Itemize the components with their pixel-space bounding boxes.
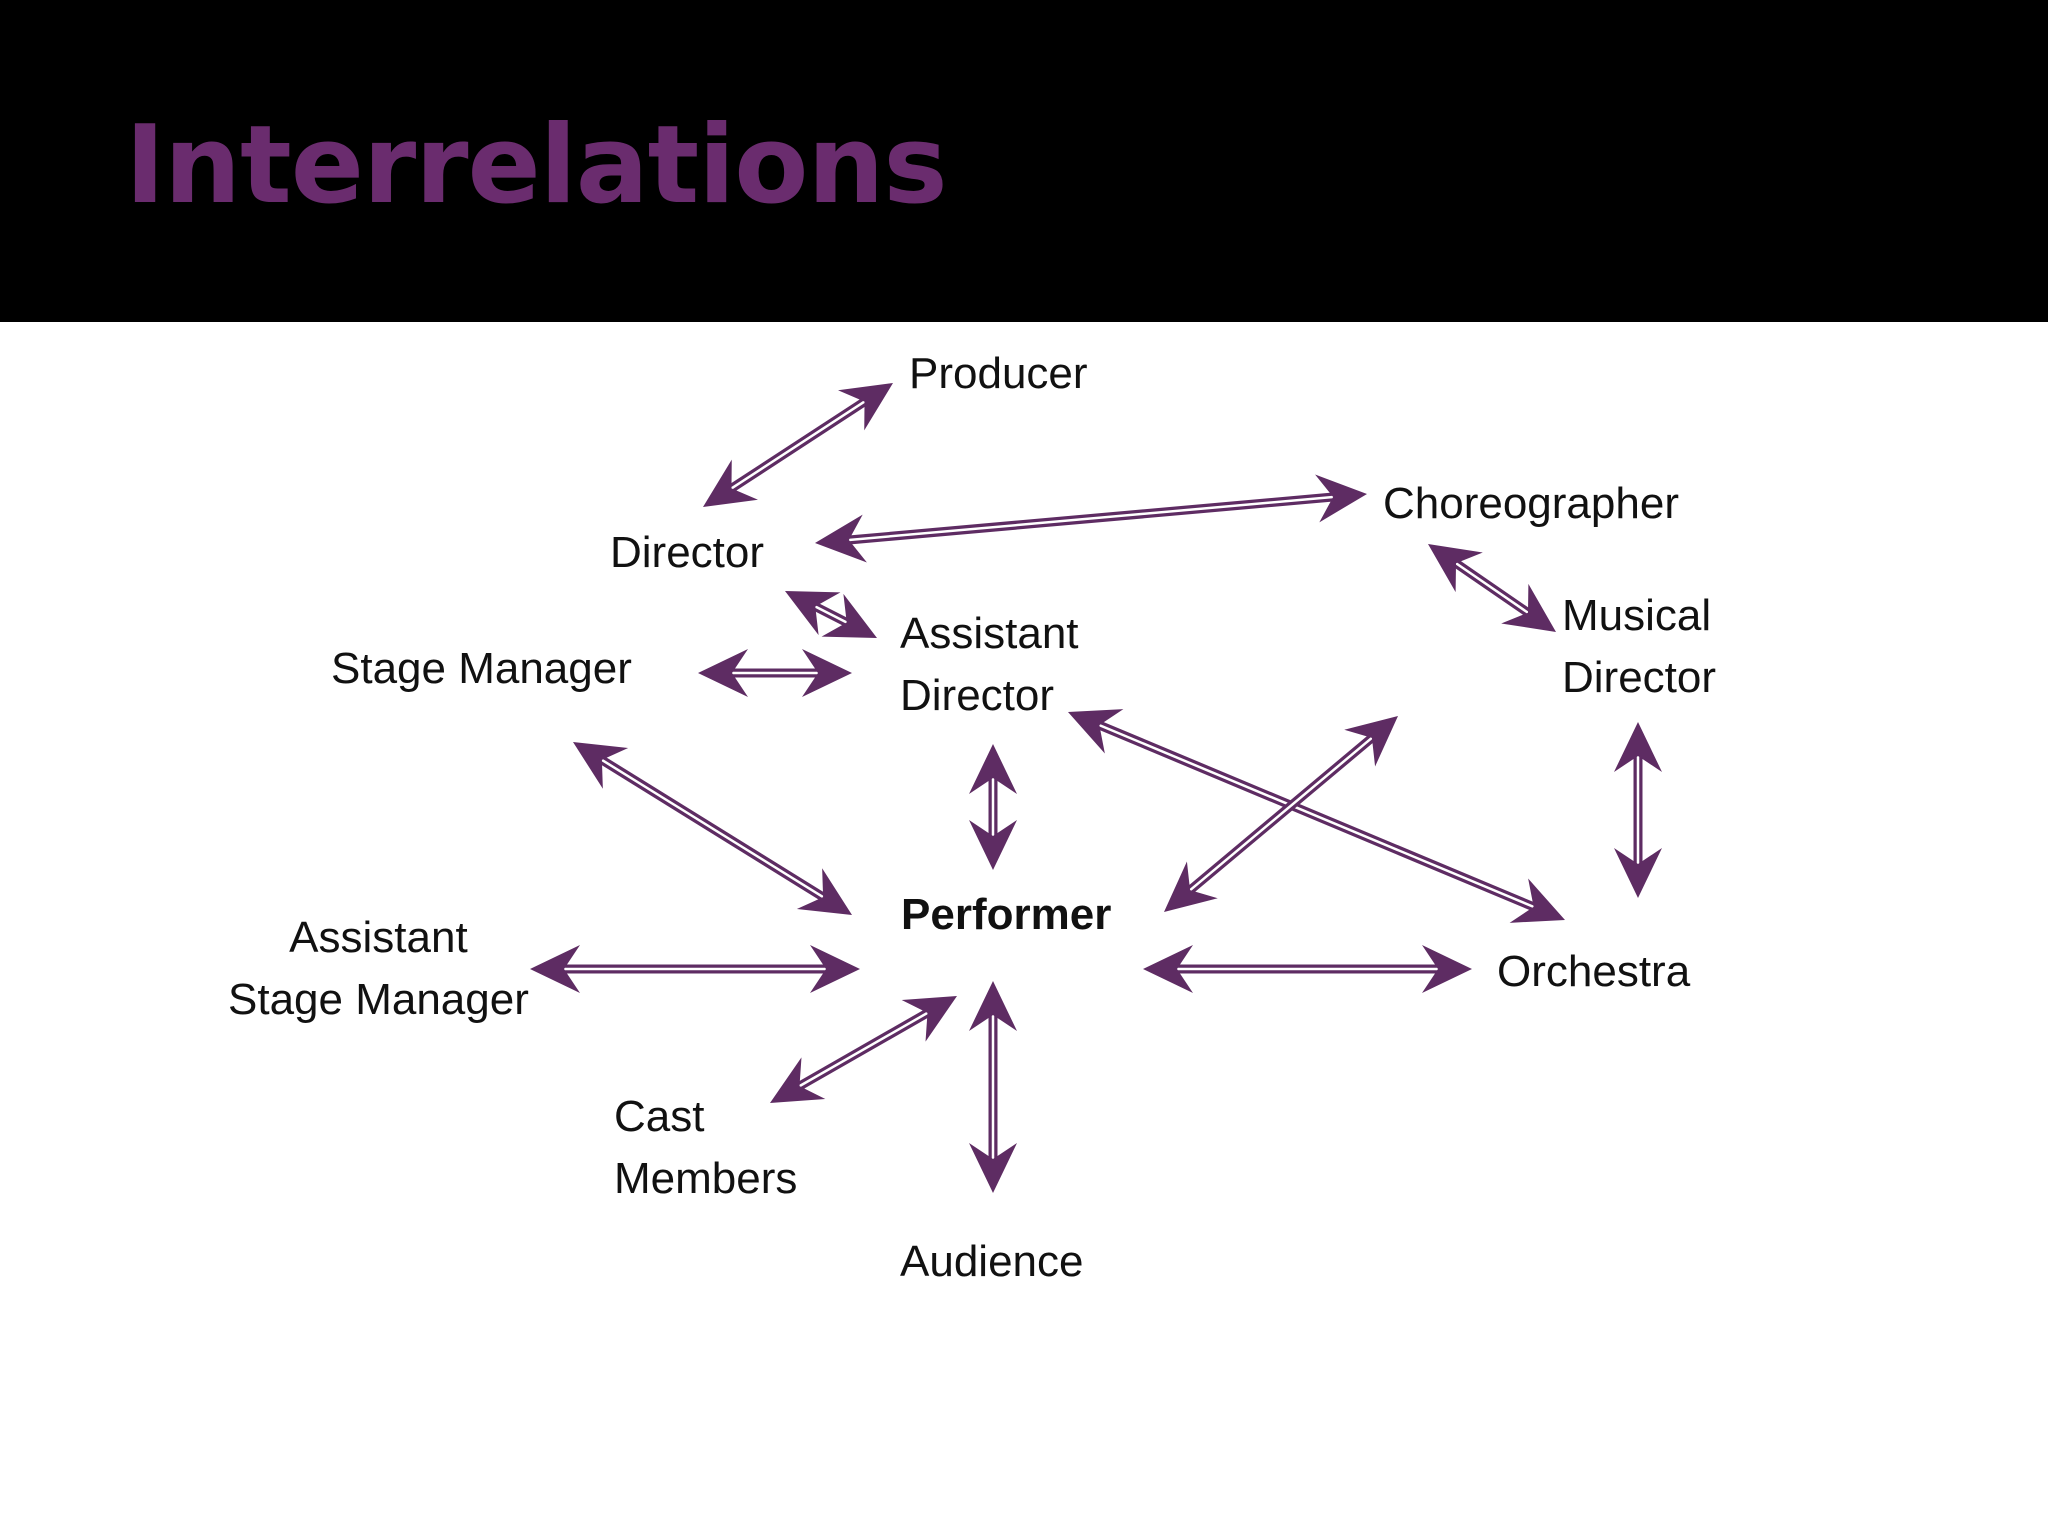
node-assistant-stage-manager-line-2: Stage Manager	[228, 975, 529, 1024]
arrow-stage-manager-assistant-director	[698, 649, 852, 697]
node-assistant-stage-manager-line-1: Assistant	[289, 913, 468, 962]
node-musical-director: Musical Director	[1562, 585, 1716, 709]
node-choreographer: Choreographer	[1383, 479, 1679, 528]
node-cast-members-line-2: Members	[614, 1154, 798, 1203]
node-assistant-stage-manager: Assistant Stage Manager	[228, 907, 529, 1031]
arrow-stage-manager-performer	[573, 742, 852, 915]
node-musical-director-line-2: Director	[1562, 653, 1717, 702]
arrow-assistant-director-performer	[969, 744, 1017, 870]
node-director: Director	[610, 528, 765, 577]
slide-title: Interrelations	[125, 103, 948, 228]
arrow-performer-orchestra	[1143, 945, 1472, 993]
node-orchestra: Orchestra	[1497, 947, 1691, 996]
node-cast-members: Cast Members	[614, 1086, 797, 1210]
arrow-performer-musical-director	[1164, 716, 1398, 912]
node-musical-director-line-1: Musical	[1562, 591, 1712, 640]
node-audience: Audience	[900, 1237, 1084, 1286]
node-producer: Producer	[909, 349, 1088, 398]
node-assistant-director-line-1: Assistant	[900, 609, 1079, 658]
node-assistant-director: Assistant Director	[900, 603, 1079, 727]
arrow-assistant-director-orchestra	[1068, 709, 1565, 923]
arrow-choreographer-musical-director	[1428, 544, 1556, 632]
node-cast-members-line-1: Cast	[614, 1092, 705, 1141]
arrow-director-producer	[703, 383, 893, 507]
arrow-musical-director-orchestra	[1614, 722, 1662, 898]
node-performer: Performer	[901, 890, 1112, 939]
node-assistant-director-line-2: Director	[900, 671, 1055, 720]
arrow-assistant-stage-manager-performer	[530, 945, 860, 993]
arrow-director-choreographer	[815, 474, 1367, 563]
node-stage-manager: Stage Manager	[331, 644, 632, 693]
arrow-director-assistant-director	[785, 591, 877, 638]
arrow-performer-audience	[969, 981, 1017, 1193]
title-bar: Interrelations	[0, 0, 2048, 322]
arrow-cast-members-performer	[770, 996, 957, 1103]
